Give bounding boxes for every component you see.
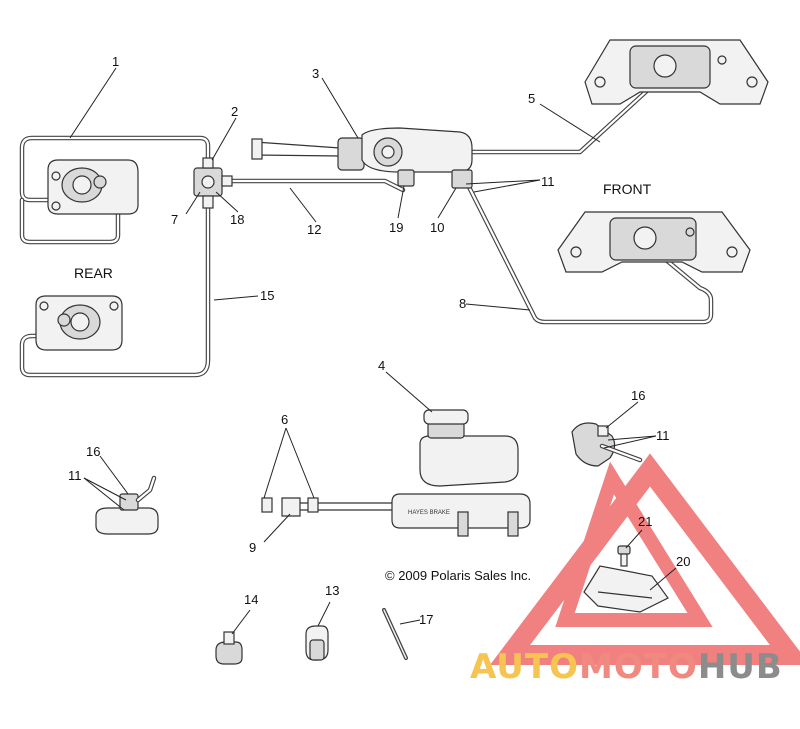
clip-13 [305,625,329,661]
callout-14: 14 [244,592,258,607]
watermark-moto: MOTO [579,647,698,687]
callout-1: 1 [112,54,119,69]
watermark-auto: AUTO [470,647,579,687]
front-caliper-lower [557,211,751,273]
callout-19: 19 [389,220,403,235]
watermark-hub: HUB [698,647,783,687]
pin-17 [382,608,408,660]
callout-12: 12 [307,222,321,237]
callout-9: 9 [249,540,256,555]
callout-7: 7 [171,212,178,227]
callout-2: 2 [231,104,238,119]
callout-17: 17 [419,612,433,627]
callout-15: 15 [260,288,274,303]
callout-11-c: 11 [68,468,82,483]
brake-switch-left [95,475,159,535]
callout-21: 21 [638,514,652,529]
master-cylinder: HAYES BRAKE [261,409,531,537]
rear-caliper-upper [47,159,139,215]
callout-3: 3 [312,66,319,81]
clip-14 [215,631,243,665]
callout-18: 18 [230,212,244,227]
leader-lines [69,67,677,635]
master-cylinder-text: HAYES BRAKE [408,510,450,516]
front-caliper-upper [584,39,769,105]
callout-numbers: 1 2 3 4 5 6 7 8 9 10 11 12 13 14 15 16 1… [68,54,690,627]
copyright-text: © 2009 Polaris Sales Inc. [385,568,531,583]
bolt-21 [617,545,631,567]
callout-10: 10 [430,220,444,235]
callout-6: 6 [281,412,288,427]
callout-13: 13 [325,583,339,598]
watermark-logo [489,453,800,665]
callout-8: 8 [459,296,466,311]
callout-20: 20 [676,554,690,569]
callout-5: 5 [528,91,535,106]
watermark-triangle [489,453,800,665]
rear-label: REAR [74,265,113,281]
watermark-text: AUTOMOTOHUB [470,647,783,687]
rear-caliper-lower [35,295,123,351]
watermark-inner-triangle [555,461,713,627]
callout-16-a: 16 [631,388,645,403]
callout-11-b: 11 [656,428,670,443]
bracket-20 [583,565,669,613]
front-label: FRONT [603,181,652,197]
callout-11-a: 11 [541,174,555,189]
brake-line-12 [219,178,406,193]
brake-switch-right [571,422,643,467]
callout-16-b: 16 [86,444,100,459]
upper-master-cylinder [251,127,473,189]
callout-4: 4 [378,358,385,373]
junction-block [193,157,233,209]
